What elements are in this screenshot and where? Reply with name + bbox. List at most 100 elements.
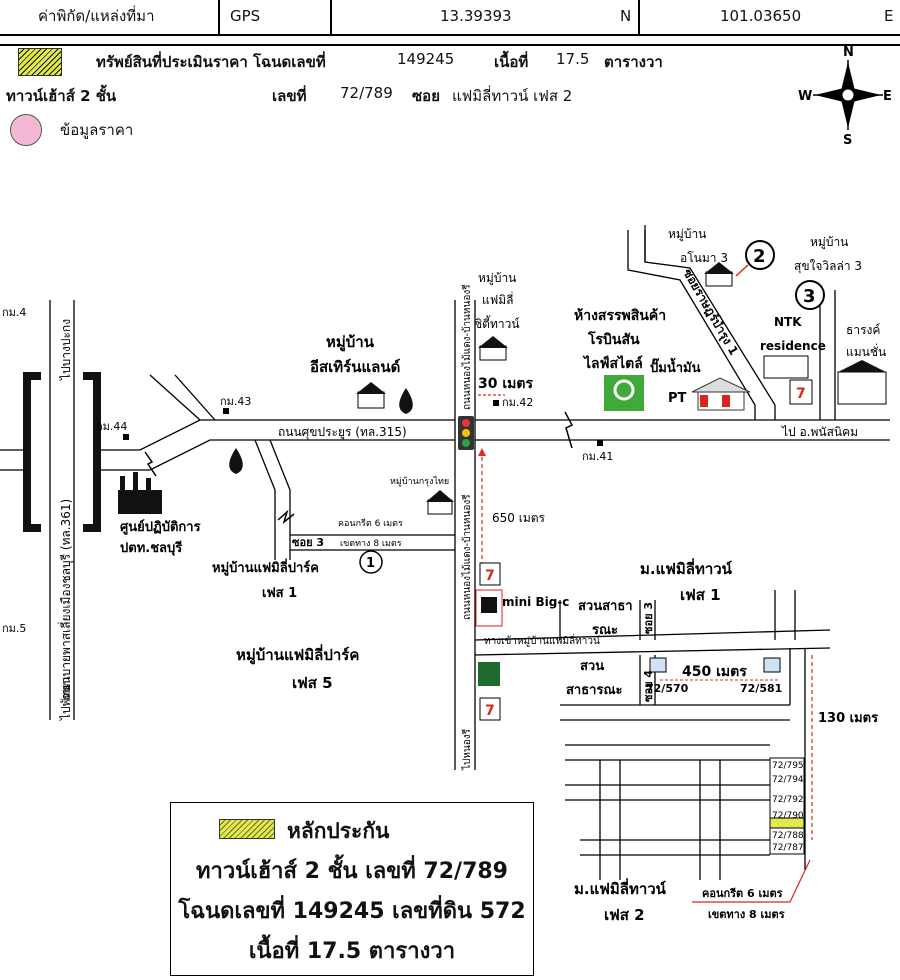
store-icon (478, 662, 500, 686)
minibigc-logo-icon (481, 597, 497, 613)
soi3-label: ซอย 3 (642, 602, 655, 634)
collateral-swatch (219, 819, 275, 839)
road-361-label: ถนนบายพาสเลี่ยงเมืองชลบุรี (ทล.361) (57, 499, 74, 700)
concrete-6b-label: คอนกรีต 6 เมตร (702, 887, 783, 900)
longitude-value: 101.03650 (720, 7, 802, 25)
legend-line3: เนื้อที่ 17.5 ตารางวา (248, 939, 456, 964)
entry-road-label: ทางเข้าหมู่บ้านแฟมิลี่ทาวน์ (484, 633, 600, 647)
seven-eleven-icon (479, 697, 501, 721)
soi-label: ซอย (412, 87, 440, 105)
collateral-swatch (18, 48, 62, 76)
latitude-dir: N (620, 7, 632, 25)
row-label: 72/788 (772, 831, 804, 841)
oil-drop-icon (229, 448, 243, 474)
oil-drop-icon (399, 388, 413, 414)
concrete-6-label: คอนกรีต 6 เมตร (338, 518, 403, 529)
building-icon (763, 355, 809, 379)
eastern-land-line2: อีสเทิร์นแลนด์ (310, 358, 400, 376)
collateral-parcel (769, 817, 805, 829)
distance-650: 650 เมตร (492, 511, 546, 525)
road-break-icon (277, 509, 295, 525)
road-break-icon (564, 411, 574, 449)
row-label: 72/795 (772, 761, 804, 771)
family-town1-line2: เฟส 1 (680, 586, 721, 604)
pt-label: PT (668, 391, 687, 406)
subject-label: ทรัพย์สินที่ประเมินราคา โฉนดเลขที่ (96, 53, 326, 71)
building-roof (838, 360, 886, 372)
deed-number: 149245 (397, 50, 455, 68)
marker-3-label: 3 (803, 286, 816, 307)
tarang-line1: ธารงค์ (846, 323, 880, 337)
km-post-icon (493, 400, 499, 406)
km42-label: กม.42 (502, 396, 533, 409)
village-icon (356, 382, 386, 409)
distance-30: 30 เมตร (478, 376, 533, 392)
sukjai-line2: สุขใจวิลล่า 3 (794, 259, 862, 274)
divider (330, 0, 332, 34)
area-unit: ตารางวา (604, 53, 663, 71)
nongree-road-right: ถนนหนองไม้แดง-บ้านหนองรี (461, 494, 473, 620)
legend-line1: ทาวน์เฮ้าส์ 2 ชั้น เลขที่ 72/789 (195, 859, 508, 884)
km44-label: กม.44 (96, 420, 127, 433)
km-post-icon (223, 408, 229, 414)
soi4-label: ซอย 4 (642, 670, 655, 702)
ntk-line1: NTK (774, 315, 802, 329)
divider (638, 0, 640, 34)
seven-eleven-label-2: 7 (485, 568, 495, 584)
traffic-light-icon (458, 416, 474, 450)
gas-station-label: ปั๊มน้ำมัน (650, 357, 701, 376)
to-nongree-label: ไปหนองรี (461, 728, 473, 771)
price-info-label: ข้อมูลราคา (60, 121, 134, 139)
seven-eleven-label-3: 7 (485, 703, 495, 719)
village-icon (704, 262, 734, 287)
gps-source: GPS (230, 7, 261, 25)
house-icon (649, 657, 667, 673)
compass-n: N (843, 45, 854, 60)
park-line2: รณะ (592, 623, 618, 638)
legend-title: หลักประกัน (287, 819, 390, 843)
main-road-label: ถนนศุขประยูร (ทล.315) (278, 425, 407, 440)
marker-2-label: 2 (753, 246, 766, 267)
family-park1-line1: หมู่บ้านแฟมิลี่ปาร์ค (212, 558, 319, 576)
area-value: 17.5 (556, 50, 590, 68)
row-label: 72/794 (772, 775, 804, 785)
highway-361 (23, 300, 101, 720)
house-icon (763, 657, 781, 673)
distance-450: 450 เมตร (682, 664, 747, 680)
compass-e: E (883, 89, 892, 104)
village-icon (478, 336, 508, 361)
marker-1-label: 1 (366, 556, 375, 571)
seven-eleven-label: 7 (796, 386, 806, 402)
krungthai-label: หมู่บ้านกรุงไทย (390, 476, 449, 487)
house-number: 72/789 (340, 84, 393, 102)
comparable-marker-3 (795, 280, 825, 310)
pointer-line (692, 859, 811, 903)
divider (218, 0, 220, 34)
ptt-center-line1: ศูนย์ปฏิบัติการ (120, 519, 201, 535)
price-marker (10, 114, 42, 146)
compass-s: S (843, 133, 852, 148)
gas-station-icon (691, 377, 751, 411)
to-phanat-label: ไป อ.พนัสนิคม (781, 425, 858, 439)
nongree-road-left: ถนนหนองไม้แดง-บ้านหนองรี (461, 284, 473, 410)
family-park5-line2: เฟส 5 (292, 674, 333, 692)
compass-w: W (798, 89, 812, 104)
boundary-8-label: เขตทาง 8 เมตร (340, 539, 402, 549)
ptt-center-line2: ปตท.ชลบุรี (120, 540, 182, 556)
row-label: 72/787 (772, 843, 804, 853)
seven-eleven-icon (789, 379, 813, 405)
robinson-line2: โรบินสัน (587, 330, 640, 348)
family-park1-line2: เฟส 1 (262, 586, 297, 601)
coordinate-header: ค่าพิกัด/แหล่งที่มา GPS 13.39393 N 101.0… (0, 0, 900, 36)
header-rule (0, 44, 900, 46)
village-icon (426, 490, 454, 515)
house-72581: 72/581 (740, 682, 782, 695)
onoma-line2: อโนมา 3 (680, 251, 728, 265)
km43-label: กม.43 (220, 395, 251, 408)
latitude-value: 13.39393 (440, 7, 512, 25)
property-type: ทาวน์เฮ้าส์ 2 ชั้น (6, 87, 117, 105)
row-label: 72/790 (772, 811, 804, 821)
longitude-dir: E (884, 7, 894, 25)
km5-label: กม.5 (2, 622, 26, 635)
